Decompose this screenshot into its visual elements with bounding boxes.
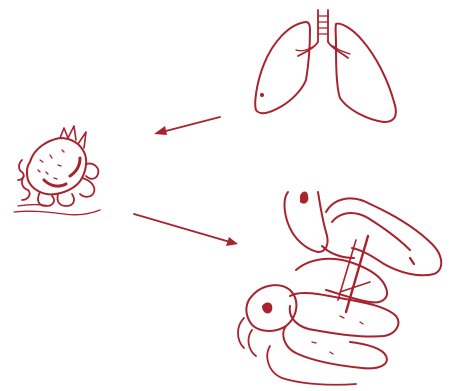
lungs-icon (255, 10, 396, 122)
arrow-mass-to-organs (134, 214, 238, 246)
arrow-lungs-to-mass (154, 117, 220, 135)
intestine-loops-icon (238, 192, 441, 385)
tumor-icon (14, 126, 100, 215)
